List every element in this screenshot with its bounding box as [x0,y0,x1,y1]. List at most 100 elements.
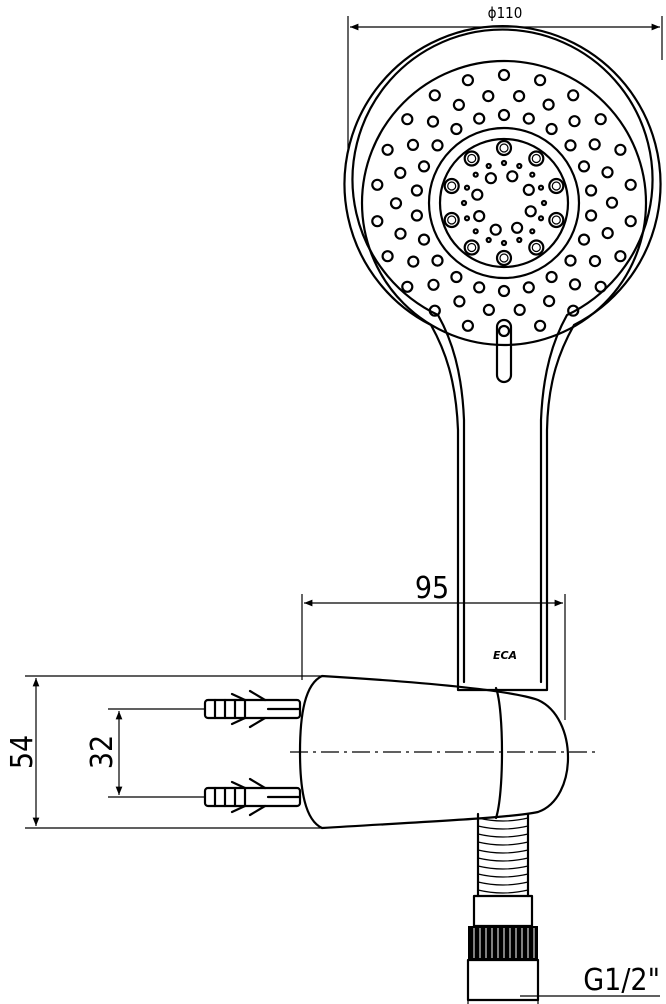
nozzle [463,150,480,167]
nozzle [524,205,537,218]
nozzle [513,303,526,316]
hose [466,812,540,1002]
thread-label: G1/2" [583,963,660,998]
nozzle [485,236,492,244]
nozzle [497,68,511,82]
spacing-label: 32 [85,735,120,769]
nozzle [426,115,440,128]
nozzle-inner [447,215,457,225]
nozzle [605,196,619,209]
nozzle [371,215,384,228]
nozzle [443,177,460,195]
nozzle [533,74,547,87]
nozzle [577,160,591,173]
nozzle [463,215,471,222]
nozzle [542,295,556,308]
nozzle [594,113,607,126]
nozzle [624,215,637,228]
nozzle [471,188,484,201]
nozzle [594,280,607,293]
nozzle [394,227,407,240]
shower-head [343,25,662,692]
nozzle [401,113,414,126]
nozzle [460,199,468,207]
nozzle [472,171,479,178]
nozzle [500,239,508,247]
nozzle [567,89,580,102]
nozzle-inner [499,253,509,263]
nozzle [500,159,508,167]
nozzle [461,74,474,87]
nozzle [516,162,523,170]
nozzle [624,178,637,191]
nozzle [417,160,431,173]
height-label: 54 [5,735,40,769]
nozzle [473,112,486,125]
nozzle [453,295,466,308]
nozzle [529,171,536,178]
inner-spray-ring [427,126,581,280]
nozzle [529,228,536,235]
nozzle [540,199,548,207]
nozzle [601,227,614,240]
nozzle [584,209,598,222]
nozzle [389,197,403,210]
dimension-thread: G1/2" [467,960,660,1004]
nozzle [431,139,444,152]
nozzle [497,324,511,338]
nozzle [428,89,441,102]
nozzle [450,122,463,136]
spray-nozzles [371,68,637,338]
nozzle [381,143,394,156]
nozzle [417,233,431,246]
nozzle [463,239,480,256]
mode-selector [495,318,513,384]
brand-logo: ECA [493,649,517,662]
nozzle-inner [447,181,457,191]
nozzle [537,184,545,191]
nozzle [410,184,423,197]
nozzle [427,278,440,291]
nozzle [545,122,558,136]
dimension-screw-spacing: 32 [85,708,205,798]
nozzle [522,281,535,294]
nozzle [568,278,582,291]
nozzle-inner [467,242,477,253]
nozzle [528,239,545,256]
nozzle [482,303,495,316]
offset-label: 95 [415,571,449,606]
nozzle [450,270,463,284]
nozzle [497,108,511,122]
nozzle [489,223,502,236]
nozzle [577,233,591,246]
nozzle [601,166,614,179]
nozzle [528,150,545,167]
nozzle-inner [467,153,477,164]
nozzle [506,170,519,183]
nozzle [588,138,601,151]
nozzle [522,112,535,125]
nozzle-inner [531,153,541,164]
nozzle [584,184,598,197]
nozzle [568,115,581,128]
nozzle [510,221,524,234]
wall-plug-upper [203,689,302,729]
wall-holder [290,674,600,830]
nozzle [542,98,555,111]
nozzle [485,162,492,170]
nozzle [473,210,486,223]
nozzle [548,211,565,229]
nozzle [567,304,580,317]
nozzle [484,172,497,185]
nozzle [522,183,535,196]
nozzle [463,184,471,191]
nozzle [472,228,479,235]
dimension-holder-height: 54 [5,675,322,829]
nozzle [516,236,523,244]
nozzle [545,270,558,284]
nozzle [564,254,577,267]
diameter-label: ϕ110 [488,4,523,22]
nozzle [588,255,602,268]
